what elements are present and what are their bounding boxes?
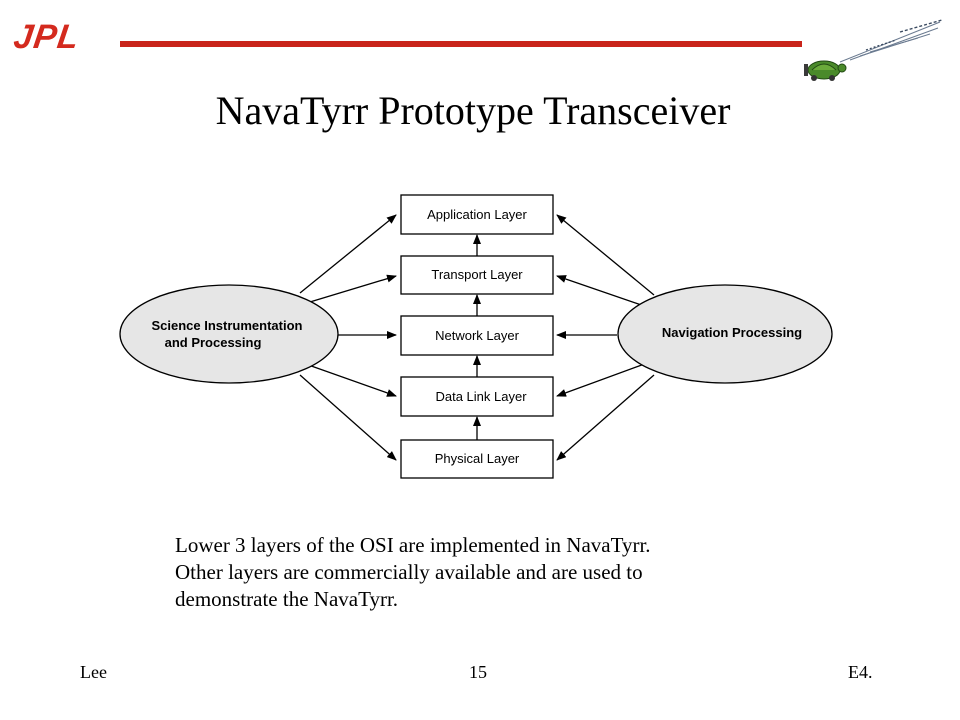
header-rule [120, 41, 802, 47]
layer-label-application: Application Layer [427, 207, 527, 222]
science-node-label-line2: and Processing [165, 335, 262, 350]
navigation-node-label: Navigation Processing [662, 325, 802, 340]
description-line: demonstrate the NavaTyrr. [175, 587, 399, 611]
arrow-navigation-to-datalink [556, 361, 651, 397]
arrow-science-to-application [299, 214, 397, 294]
science-node: Science Instrumentation and Processing [119, 284, 339, 384]
layer-box-network: Network Layer [400, 315, 554, 356]
footer-section: E4. [848, 662, 873, 682]
layer-box-transport: Transport Layer [400, 255, 554, 295]
footer-page-number: 15 [469, 662, 487, 682]
layer-box-datalink: Data Link Layer [400, 376, 554, 417]
arrow-science-to-physical [299, 374, 397, 461]
layer-label-network: Network Layer [435, 328, 519, 343]
layer-label-transport: Transport Layer [431, 267, 523, 282]
description-line: Lower 3 layers of the OSI are implemente… [175, 533, 651, 557]
footer-author: Lee [80, 662, 107, 682]
turtle-icon [804, 19, 943, 81]
navigation-node: Navigation Processing [617, 284, 833, 384]
arrow-navigation-to-physical [556, 374, 655, 461]
description-text: Lower 3 layers of the OSI are implemente… [175, 532, 815, 613]
description-line: Other layers are commercially available … [175, 560, 643, 584]
page-title: NavaTyrr Prototype Transceiver [215, 88, 731, 133]
layer-box-application: Application Layer [400, 194, 554, 235]
arrow-science-to-datalink [299, 361, 397, 397]
layer-label-datalink: Data Link Layer [435, 389, 527, 404]
arrow-navigation-to-application [556, 214, 655, 296]
layer-box-physical: Physical Layer [400, 439, 554, 479]
science-node-label-line1: Science Instrumentation [152, 318, 303, 333]
arrow-navigation-to-transport [556, 275, 651, 309]
layer-label-physical: Physical Layer [435, 451, 520, 466]
arrow-science-to-transport [299, 274, 397, 306]
